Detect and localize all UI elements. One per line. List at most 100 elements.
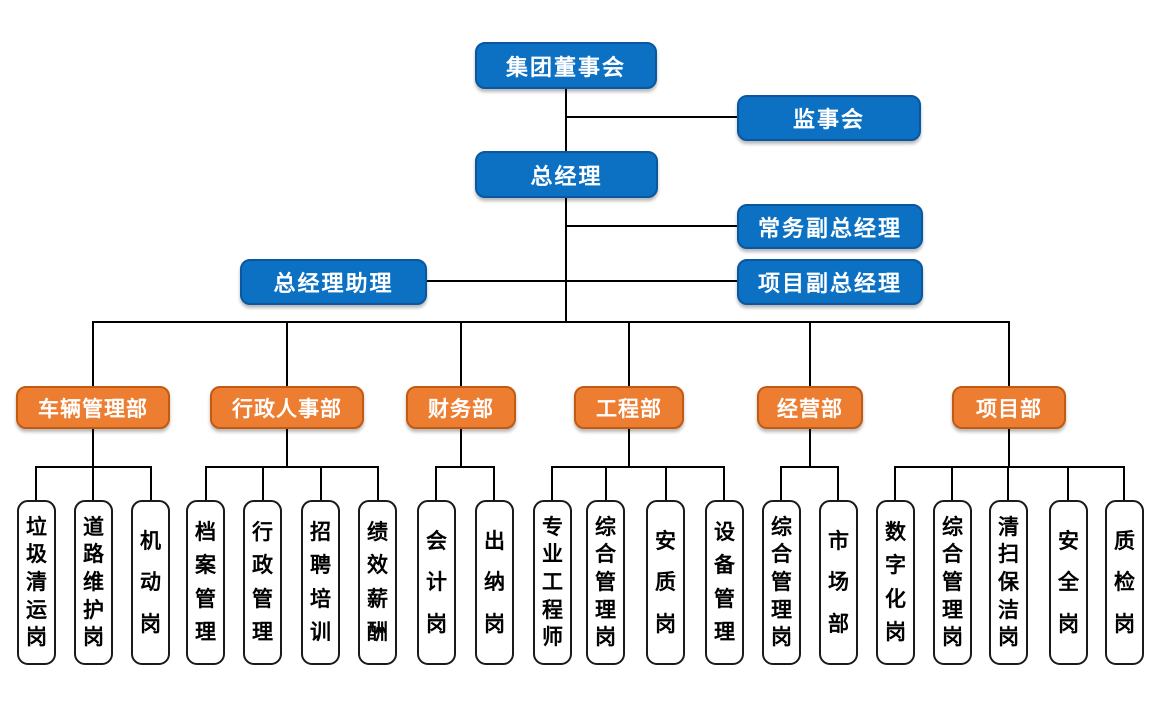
dept-node-project: 项目部 xyxy=(952,386,1066,429)
position-node-char: 管 xyxy=(714,586,735,611)
position-node-general-management-proj: 综合管理岗 xyxy=(933,500,972,665)
dept-node-finance: 财务部 xyxy=(406,386,516,429)
position-node-char: 运 xyxy=(26,597,47,622)
connector-drop-pos xyxy=(205,467,207,500)
org-node-deputy-gm-executive: 常务副总经理 xyxy=(737,204,923,249)
position-node-char: 计 xyxy=(426,570,447,594)
position-node-char: 设 xyxy=(714,520,735,545)
dept-node-label: 财务部 xyxy=(428,396,494,421)
position-node-safety: 安全岗 xyxy=(1049,500,1088,665)
connector-drop-pos xyxy=(150,467,152,500)
position-node-char: 洁 xyxy=(998,597,1019,622)
position-node-char: 效 xyxy=(367,553,388,578)
position-node-char: 管 xyxy=(195,586,216,611)
position-node-char: 岗 xyxy=(595,625,616,650)
org-node-deputy-gm-project: 项目副总经理 xyxy=(737,259,923,305)
connector-subbus-dept-5 xyxy=(894,466,1125,468)
position-node-char: 岗 xyxy=(26,625,47,650)
position-node-char: 字 xyxy=(885,553,906,578)
position-node-char: 岗 xyxy=(83,625,104,650)
position-node-cashier: 出纳岗 xyxy=(475,500,514,665)
dept-node-label: 车辆管理部 xyxy=(38,396,148,421)
position-node-char: 部 xyxy=(828,611,849,636)
connector-drop-pos xyxy=(377,467,379,500)
position-node-recruit-training: 招聘培训 xyxy=(301,500,340,665)
position-node-admin-management: 行政管理 xyxy=(243,500,282,665)
connector-drop-pos xyxy=(665,467,667,500)
dept-node-label: 经营部 xyxy=(777,396,843,421)
position-node-performance-payroll: 绩效薪酬 xyxy=(358,500,397,665)
position-node-char: 数 xyxy=(885,520,906,545)
connector-drop-dept-5 xyxy=(1008,322,1010,386)
connector-drop-pos xyxy=(894,467,896,500)
dept-node-label: 工程部 xyxy=(596,396,662,421)
connector-drop-pos xyxy=(723,467,725,500)
connector-subbus-dept-2 xyxy=(435,466,495,468)
org-node-label: 总经理 xyxy=(530,164,603,190)
position-node-char: 聘 xyxy=(310,553,331,578)
position-node-char: 业 xyxy=(542,542,563,567)
position-node-professional-engineer: 专业工程师 xyxy=(533,500,572,665)
connector-drop-dept-0 xyxy=(92,322,94,386)
position-node-char: 圾 xyxy=(26,542,47,567)
connector-assistant-deputy-project xyxy=(427,280,737,282)
position-node-general-management-ops: 综合管理岗 xyxy=(762,500,801,665)
connector-stem-dept-1 xyxy=(286,429,288,468)
position-node-char: 动 xyxy=(140,570,161,594)
org-node-label: 总经理助理 xyxy=(273,272,394,297)
position-node-char: 道 xyxy=(83,514,104,539)
position-node-char: 管 xyxy=(942,569,963,594)
position-node-road-maintenance: 道路维护岗 xyxy=(74,500,113,665)
position-node-char: 训 xyxy=(310,619,331,644)
position-node-char: 工 xyxy=(542,569,563,594)
connector-subbus-dept-4 xyxy=(780,466,839,468)
connector-stem-dept-0 xyxy=(92,429,94,468)
position-node-market-dept: 市场部 xyxy=(819,500,858,665)
position-node-char: 岗 xyxy=(885,619,906,644)
connector-drop-pos xyxy=(435,467,437,500)
position-node-char: 岗 xyxy=(771,625,792,650)
position-node-char: 岗 xyxy=(484,611,505,636)
position-node-char: 档 xyxy=(195,520,216,545)
position-node-general-management-eng: 综合管理岗 xyxy=(586,500,625,665)
position-node-char: 理 xyxy=(942,597,963,622)
position-node-garbage-removal: 垃圾清运岗 xyxy=(17,500,56,665)
connector-deputy-gm-executive xyxy=(566,225,737,227)
position-node-char: 程 xyxy=(542,597,563,622)
position-node-char: 理 xyxy=(771,597,792,622)
position-node-char: 酬 xyxy=(367,619,388,644)
position-node-mobile: 机动岗 xyxy=(131,500,170,665)
position-node-char: 检 xyxy=(1114,570,1135,594)
connector-drop-pos xyxy=(320,467,322,500)
org-node-label: 监事会 xyxy=(792,108,865,133)
dept-node-engineering: 工程部 xyxy=(574,386,684,429)
position-node-char: 清 xyxy=(998,514,1019,539)
position-node-char: 薪 xyxy=(367,586,388,611)
connector-drop-pos xyxy=(1123,467,1125,500)
position-node-char: 护 xyxy=(83,597,104,622)
position-node-digitalization: 数字化岗 xyxy=(876,500,915,665)
position-node-char: 专 xyxy=(542,514,563,539)
position-node-char: 综 xyxy=(942,514,963,539)
position-node-char: 维 xyxy=(83,569,104,594)
position-node-char: 行 xyxy=(252,520,273,545)
connector-subbus-dept-1 xyxy=(205,466,379,468)
connector-drop-pos xyxy=(92,467,94,500)
position-node-char: 岗 xyxy=(140,611,161,636)
connector-drop-pos xyxy=(605,467,607,500)
connector-stem-dept-2 xyxy=(460,429,462,468)
connector-drop-pos xyxy=(35,467,37,500)
connector-drop-pos xyxy=(951,467,953,500)
position-node-char: 综 xyxy=(595,514,616,539)
connector-stem-dept-3 xyxy=(628,429,630,468)
position-node-char: 培 xyxy=(310,586,331,611)
position-node-char: 招 xyxy=(310,520,331,545)
position-node-char: 清 xyxy=(26,569,47,594)
position-node-char: 理 xyxy=(714,619,735,644)
position-node-char: 岗 xyxy=(655,611,676,636)
dept-node-label: 项目部 xyxy=(976,396,1042,421)
connector-drop-dept-4 xyxy=(809,322,811,386)
position-node-char: 垃 xyxy=(26,514,47,539)
connector-board-to-gm xyxy=(565,89,567,151)
position-node-char: 质 xyxy=(1114,528,1135,553)
